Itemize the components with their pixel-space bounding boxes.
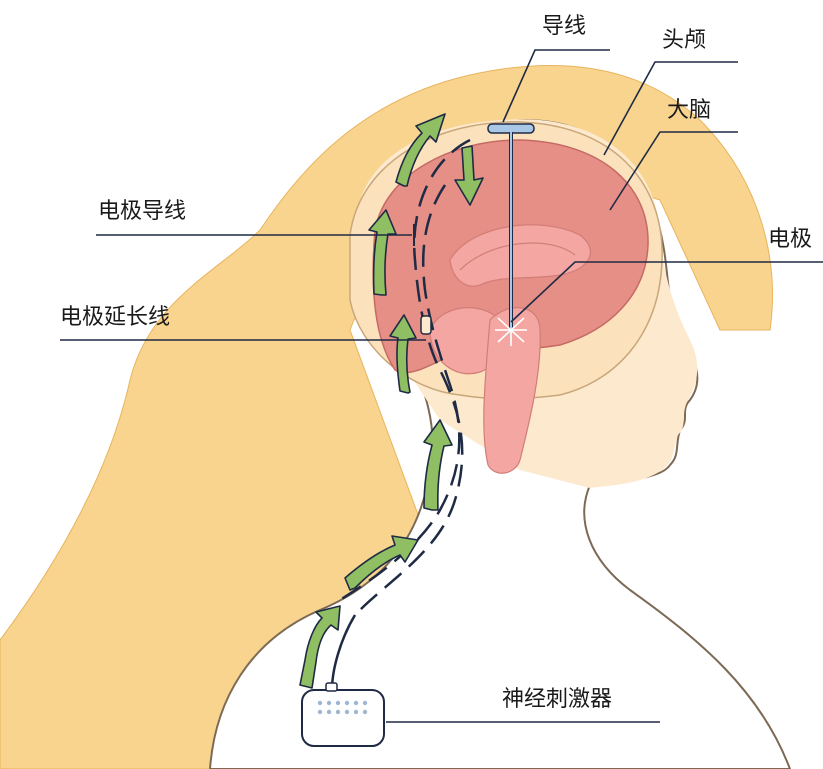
stimulator-connector [326, 683, 337, 691]
label-electrode: 电极 [768, 229, 812, 251]
label-brain: 大脑 [667, 100, 711, 122]
label-skull: 头颅 [662, 30, 706, 52]
label-extension-wire: 电极延长线 [60, 307, 170, 329]
label-electrode-lead: 电极导线 [98, 201, 186, 223]
label-stimulator: 神经刺激器 [502, 689, 612, 711]
lead-cap [488, 124, 534, 133]
extension-connector [421, 316, 431, 334]
neurostimulator-device [302, 690, 384, 746]
label-lead: 导线 [542, 16, 586, 38]
